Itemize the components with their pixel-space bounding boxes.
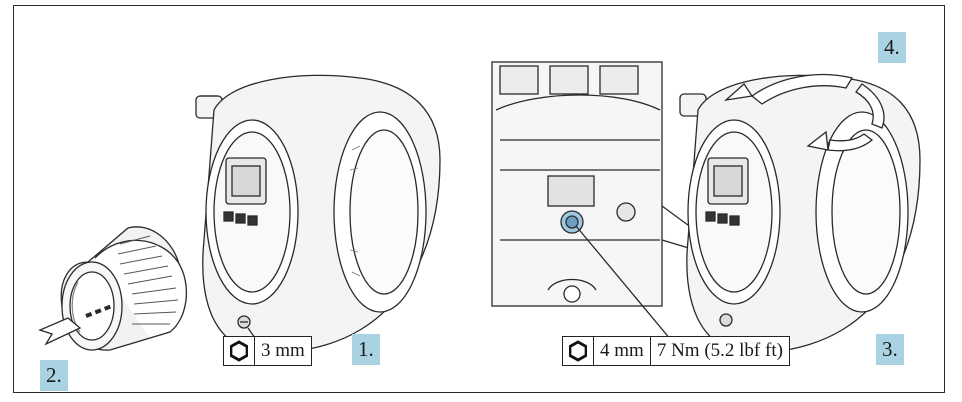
electronics-cover <box>60 226 188 351</box>
leader-line <box>575 225 677 347</box>
step-badge-1: 1. <box>352 334 380 365</box>
pull-arrow-icon <box>38 304 113 346</box>
step-badge-3: 3. <box>876 334 904 365</box>
rotate-arrow-icon <box>723 73 885 152</box>
tightening-torque: 7 Nm (5.2 lbf ft) <box>656 340 783 361</box>
wrench-size: 4 mm <box>594 337 651 365</box>
hex-socket-icon <box>224 337 255 365</box>
transmitter-housing-left <box>195 74 441 353</box>
step-badge-2: 2. <box>40 360 68 391</box>
wrench-size: 3 mm <box>261 340 305 361</box>
figure-frame <box>13 5 945 393</box>
detail-inset <box>491 61 663 307</box>
hex-socket-icon <box>563 337 594 365</box>
tool-spec-left: 3 mm <box>223 336 312 366</box>
tool-spec-right: 4 mm 7 Nm (5.2 lbf ft) <box>562 336 790 366</box>
step-badge-4: 4. <box>878 32 906 63</box>
